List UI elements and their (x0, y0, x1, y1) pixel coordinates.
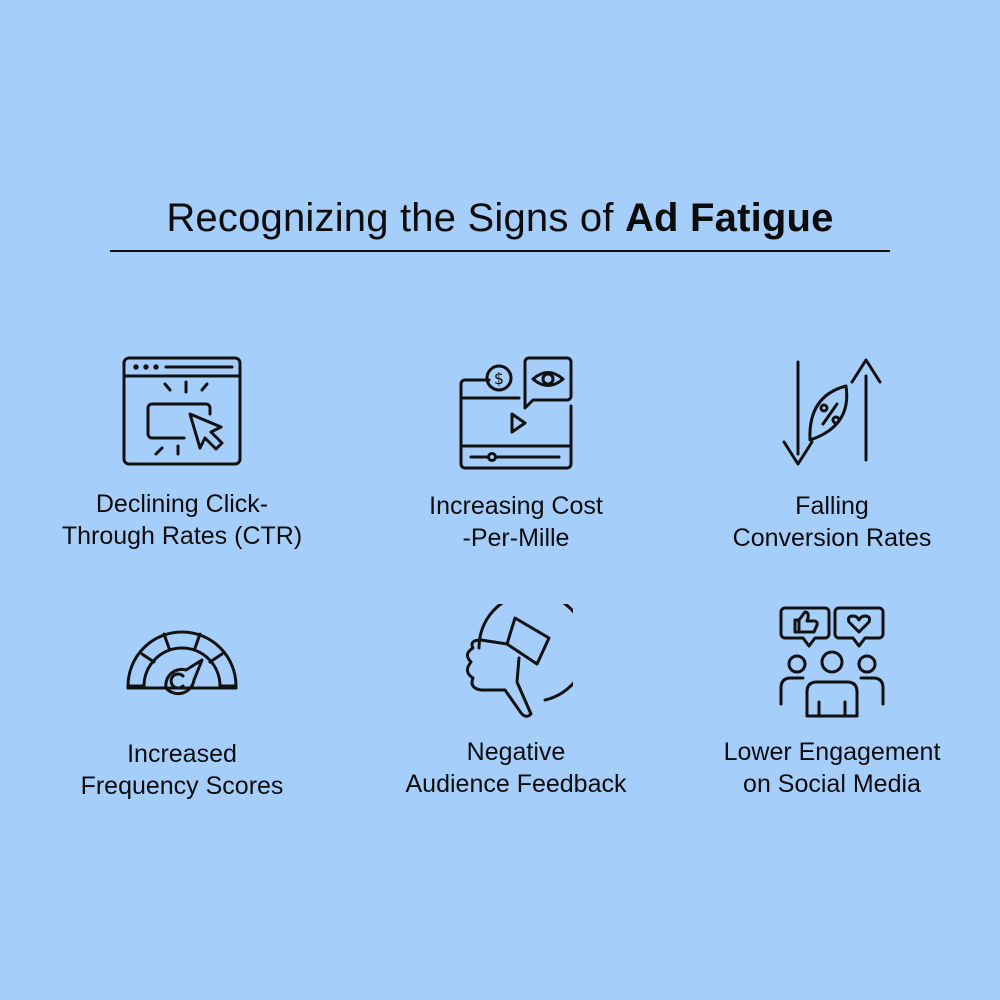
thumbs-down-icon (466, 604, 573, 718)
sign-item-frequency: Increased Frequency Scores (22, 626, 342, 802)
title-regular: Recognizing the Signs of (166, 196, 625, 240)
click-cursor-browser-icon (122, 356, 242, 466)
title-block: Recognizing the Signs of Ad Fatigue (110, 192, 890, 252)
sign-label: Increased Frequency Scores (22, 738, 342, 802)
sign-label: Negative Audience Feedback (356, 736, 676, 800)
title-bold: Ad Fatigue (624, 196, 834, 240)
conversion-arrows-percent-icon (782, 358, 882, 466)
sign-label-line1: Lower Engagement (723, 738, 941, 766)
sign-label: Declining Click- Through Rates (CTR) (22, 488, 342, 552)
sign-label-line1: Negative (466, 738, 566, 766)
sign-label-line1: Falling (795, 492, 869, 520)
frequency-gauge-icon (126, 630, 238, 696)
sign-label-line2: Conversion Rates (732, 524, 932, 552)
sign-item-feedback: Negative Audience Feedback (356, 604, 676, 800)
sign-label: Increasing Cost -Per-Mille (356, 490, 676, 554)
sign-label-line2: Audience Feedback (405, 770, 627, 798)
sign-item-social: Lower Engagement on Social Media (672, 604, 992, 800)
social-audience-icon (779, 606, 885, 718)
sign-item-cpm: $ Increasing Cost -Per-Mille (356, 356, 676, 554)
sign-label-line2: -Per-Mille (462, 524, 570, 552)
svg-text:$: $ (494, 369, 504, 388)
sign-label-line1: Increased (127, 740, 237, 768)
sign-label-line1: Declining Click- (95, 490, 269, 518)
sign-label-line2: on Social Media (743, 770, 921, 798)
page-title: Recognizing the Signs of Ad Fatigue (110, 192, 890, 244)
sign-item-ctr: Declining Click- Through Rates (CTR) (22, 356, 342, 552)
video-cost-eye-icon: $ (459, 356, 573, 470)
sign-label-line2: Frequency Scores (80, 772, 284, 800)
sign-label: Lower Engagement on Social Media (672, 736, 992, 800)
sign-label-line1: Increasing Cost (429, 492, 603, 520)
sign-label-line2: Through Rates (CTR) (61, 522, 303, 550)
sign-label: Falling Conversion Rates (672, 490, 992, 554)
sign-item-conversion: Falling Conversion Rates (672, 356, 992, 554)
